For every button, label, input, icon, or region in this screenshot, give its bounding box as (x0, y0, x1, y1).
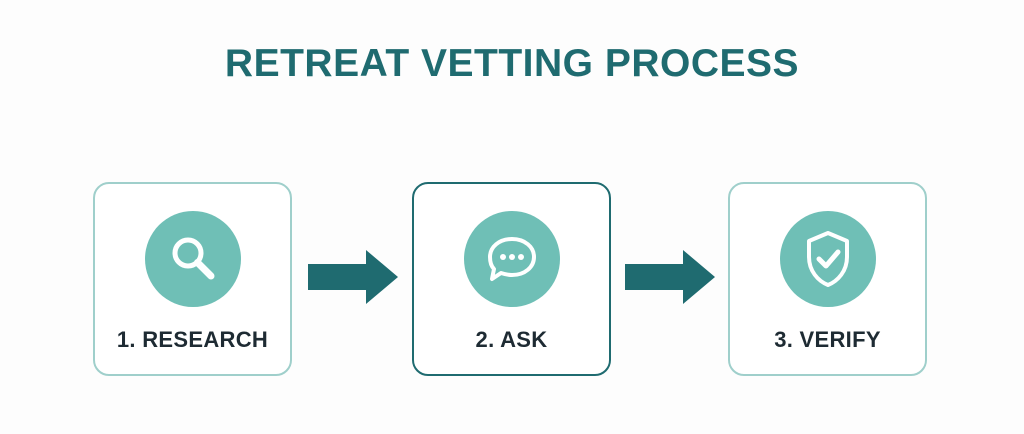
page-title: RETREAT VETTING PROCESS (224, 42, 800, 85)
step-card-research: 1. RESEARCH (93, 182, 292, 376)
icon-circle (463, 211, 560, 307)
speech-bubble-icon (487, 237, 536, 281)
step-card-ask: 2. ASK (412, 182, 611, 376)
step-label: 2. ASK (475, 327, 548, 352)
step-card-verify: 3. VERIFY (728, 182, 927, 376)
arrow-right-icon (308, 250, 398, 304)
arrow-right-icon (625, 250, 715, 304)
step-label: 3. VERIFY (774, 327, 881, 352)
icon-circle (144, 211, 241, 307)
shield-check-icon (806, 231, 849, 287)
step-label: 1. RESEARCH (116, 327, 269, 352)
magnifying-glass-icon (172, 237, 214, 280)
icon-circle (779, 211, 876, 307)
